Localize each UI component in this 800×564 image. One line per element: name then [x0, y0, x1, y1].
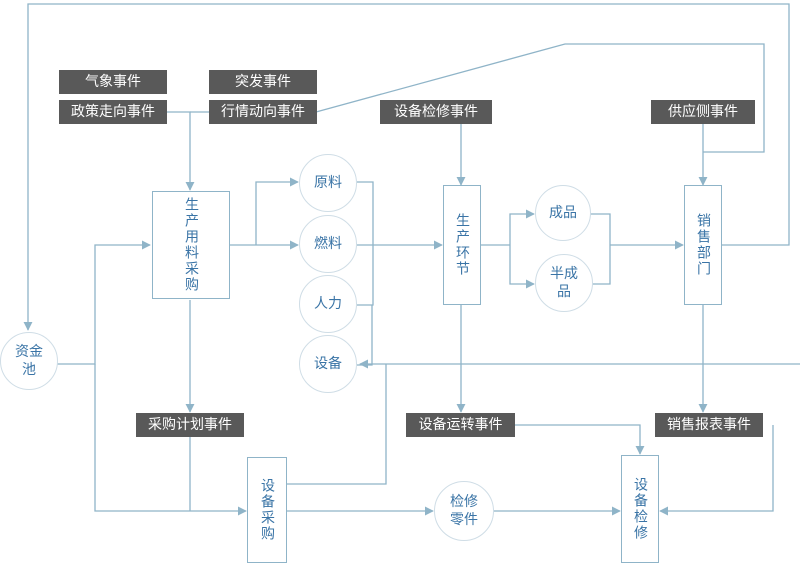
- raw-material-label: 原料: [314, 175, 342, 191]
- market-event-label: 行情动向事件: [209, 100, 317, 124]
- repair-parts-node: 检修零件: [434, 481, 494, 541]
- finished-product-label: 成品: [549, 205, 577, 221]
- fuel-node: 燃料: [299, 215, 357, 273]
- supply-side-event-label: 供应侧事件: [651, 100, 755, 124]
- capital-pool-node: 资金池: [0, 332, 58, 390]
- repair-parts-label: 检修零件: [450, 494, 478, 528]
- semi-finished-node: 半成品: [535, 254, 593, 312]
- manpower-label: 人力: [314, 296, 342, 312]
- production-label: 生产环节: [454, 213, 470, 277]
- semi-finished-label: 半成品: [550, 266, 578, 300]
- equip-operation-event-label: 设备运转事件: [406, 413, 515, 437]
- emergency-event-label: 突发事件: [209, 70, 317, 94]
- production-purchase-box: 生产用料采购: [152, 191, 230, 299]
- equip-repair-box: 设备检修: [621, 455, 659, 563]
- finished-product-node: 成品: [535, 185, 591, 241]
- equip-purchase-box: 设备采购: [247, 457, 287, 563]
- equipment-node: 设备: [299, 335, 357, 393]
- equip-repair-label: 设备检修: [632, 477, 648, 541]
- equip-repair-event-label: 设备检修事件: [380, 100, 492, 124]
- weather-event-label: 气象事件: [59, 70, 167, 94]
- production-purchase-label: 生产用料采购: [183, 197, 199, 293]
- sales-dept-label: 销售部门: [695, 213, 711, 277]
- equip-purchase-label: 设备采购: [259, 478, 275, 542]
- purchase-plan-event-label: 采购计划事件: [136, 413, 244, 437]
- production-box: 生产环节: [443, 185, 481, 305]
- capital-pool-label: 资金池: [15, 344, 43, 378]
- equipment-label: 设备: [314, 356, 342, 372]
- sales-dept-box: 销售部门: [684, 185, 722, 305]
- sales-report-event-label: 销售报表事件: [655, 413, 763, 437]
- fuel-label: 燃料: [314, 236, 342, 252]
- raw-material-node: 原料: [299, 154, 357, 212]
- manpower-node: 人力: [299, 275, 357, 333]
- policy-event-label: 政策走向事件: [59, 100, 167, 124]
